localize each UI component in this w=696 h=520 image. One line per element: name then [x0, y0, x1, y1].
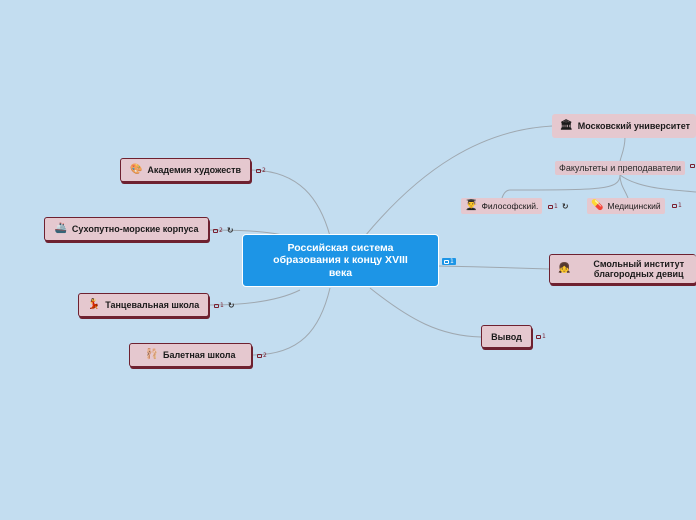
node-label: Балетная школа: [163, 350, 236, 360]
girl-icon: 👧: [558, 263, 571, 274]
note-icon: [257, 353, 262, 358]
node-smolny-institute[interactable]: 👧 Смольный институт благородных девиц: [549, 254, 696, 284]
link-icon[interactable]: ↻: [226, 226, 234, 235]
note-badge[interactable]: 1↻: [548, 202, 569, 211]
link-icon[interactable]: ↻: [227, 301, 235, 310]
note-badge[interactable]: 2: [256, 167, 266, 174]
ship-icon: 🚢: [54, 223, 67, 234]
university-icon: 🏛: [560, 120, 573, 131]
note-icon: [672, 203, 677, 208]
link-faculties-right: [619, 174, 696, 193]
node-medical[interactable]: 💊 Медицинский: [587, 198, 665, 214]
central-topic[interactable]: Российская система образования к концу X…: [242, 234, 439, 287]
link-ballet: [251, 287, 331, 356]
node-faculties[interactable]: Факультеты и преподаватели: [555, 161, 686, 175]
node-land-naval-corps[interactable]: 🚢 Сухопутно-морские корпуса: [44, 217, 209, 241]
link-conclusion: [369, 287, 482, 338]
central-topic-title: Российская система образования к концу X…: [273, 241, 408, 279]
dancer-icon: 💃: [87, 299, 101, 310]
link-smolny: [437, 265, 550, 270]
note-icon: [690, 164, 695, 168]
node-academy-of-arts[interactable]: 🎨 Академия художеств: [120, 158, 251, 182]
link-academy: [249, 169, 331, 237]
node-moscow-university[interactable]: 🏛 Московский университет: [552, 114, 696, 138]
note-badge[interactable]: 1↻: [214, 301, 235, 310]
link-medical: [619, 174, 629, 199]
note-icon: [213, 228, 218, 233]
link-faculties: [619, 136, 626, 163]
link-philosophy: [501, 174, 621, 199]
note-icon: [256, 168, 261, 173]
node-ballet-school[interactable]: 🩰 Балетная школа: [129, 343, 252, 367]
student-icon: 👨‍🎓: [465, 200, 478, 211]
node-philosophy[interactable]: 👨‍🎓 Философский.: [461, 198, 543, 214]
node-label: Танцевальная школа: [105, 300, 200, 310]
node-label: Московский университет: [577, 121, 690, 131]
node-dance-school[interactable]: 💃 Танцевальная школа: [78, 293, 209, 317]
note-badge[interactable]: 1: [536, 333, 546, 340]
node-conclusion[interactable]: Вывод: [481, 325, 532, 348]
note-icon: [444, 259, 449, 264]
note-badge[interactable]: 2↻: [213, 226, 234, 235]
central-note-badge[interactable]: 1: [442, 258, 456, 265]
node-label: Сухопутно-морские корпуса: [71, 224, 199, 234]
link-dance: [208, 289, 301, 306]
palette-icon: 🎨: [129, 164, 143, 175]
note-badge[interactable]: 1: [672, 202, 682, 209]
note-icon: [536, 334, 541, 339]
pills-icon: 💊: [591, 200, 604, 211]
node-label: Вывод: [491, 331, 522, 342]
note-icon: [548, 204, 553, 209]
note-badge[interactable]: [690, 164, 695, 168]
ballet-shoes-icon: 🩰: [145, 349, 158, 360]
node-label: Смольный институт благородных девиц: [593, 258, 685, 279]
link-university: [364, 125, 553, 237]
note-badge[interactable]: 2: [257, 352, 267, 359]
note-icon: [214, 303, 219, 308]
link-icon[interactable]: ↻: [561, 202, 569, 211]
node-label: Академия художеств: [147, 165, 242, 175]
